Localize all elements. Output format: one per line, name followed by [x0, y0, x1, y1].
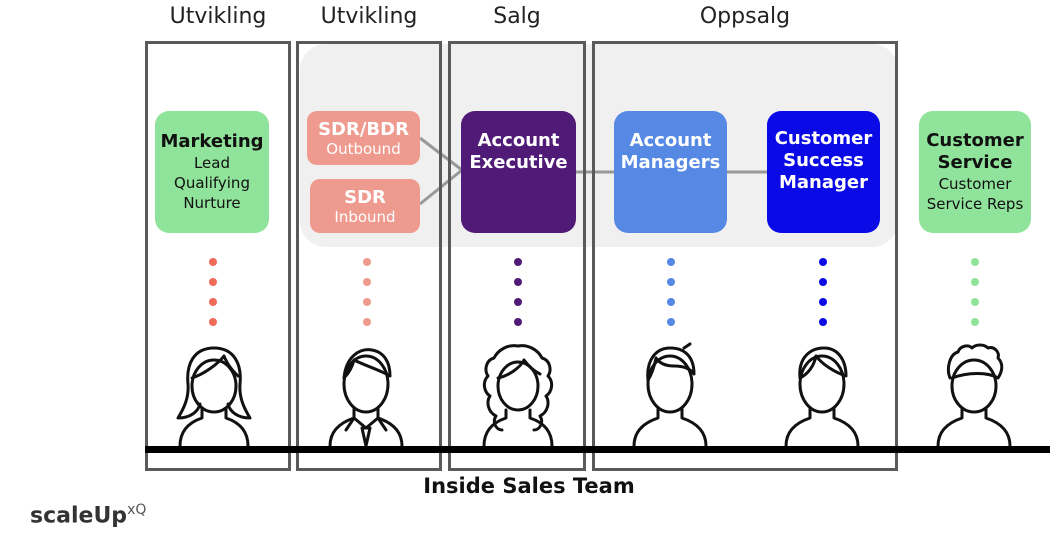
man-tie-icon: [328, 348, 404, 446]
header-utvikling-1: Utvikling: [169, 4, 267, 29]
am-title-2: Managers: [620, 152, 721, 173]
ae-title-2: Executive: [469, 152, 568, 173]
marketing-title: Marketing: [160, 131, 264, 152]
man-side-part-icon: [784, 346, 860, 446]
csm-title-3: Manager: [779, 172, 868, 193]
csm-title-2: Success: [783, 150, 864, 171]
man-curly-hair-icon: [936, 343, 1012, 446]
account-managers-card: Account Managers: [614, 111, 727, 233]
sdr-title: SDR: [344, 187, 386, 208]
man-icon: [632, 342, 708, 446]
dots-cs: [971, 258, 979, 338]
logo-name: scaleUp: [30, 503, 128, 529]
scaleup-logo: scaleUpxQ: [30, 502, 146, 528]
dots-am: [667, 258, 675, 338]
cs-title: Customer: [926, 130, 1024, 151]
cs-line: Customer: [938, 175, 1012, 193]
customer-service-card: Customer Service Customer Service Reps: [919, 111, 1031, 233]
marketing-line: Qualifying: [174, 174, 250, 192]
column-utvikling-1: [145, 41, 291, 471]
am-title: Account: [629, 130, 712, 151]
csm-title: Customer: [774, 128, 873, 149]
logo-sup: xQ: [127, 502, 147, 518]
team-baseline: [145, 446, 1050, 453]
sdr-card: SDR Inbound: [310, 179, 420, 233]
cs-line: Service Reps: [926, 195, 1024, 213]
ae-title: Account: [477, 130, 560, 151]
dots-marketing: [209, 258, 217, 338]
column-oppsalg: [592, 41, 898, 471]
inside-sales-team-label: Inside Sales Team: [423, 474, 635, 498]
woman-long-hair-icon: [176, 346, 252, 446]
header-oppsalg: Oppsalg: [699, 4, 791, 29]
sdr-bdr-title: SDR/BDR: [318, 119, 409, 140]
marketing-line: Nurture: [183, 194, 241, 212]
account-executive-card: Account Executive: [461, 111, 576, 233]
customer-success-manager-card: Customer Success Manager: [767, 111, 880, 233]
sdr-bdr-sub: Outbound: [326, 140, 401, 158]
cs-title-2: Service: [937, 152, 1013, 173]
dots-csm: [819, 258, 827, 338]
marketing-line: Lead: [193, 154, 231, 172]
sdr-sub: Inbound: [334, 208, 396, 226]
header-utvikling-2: Utvikling: [320, 4, 418, 29]
sdr-bdr-card: SDR/BDR Outbound: [307, 111, 420, 165]
dots-ae: [514, 258, 522, 338]
woman-curly-hair-icon: [482, 344, 554, 446]
dots-sdr: [363, 258, 371, 338]
column-utvikling-2: [296, 41, 442, 471]
column-salg: [448, 41, 586, 471]
marketing-card: Marketing Lead Qualifying Nurture: [155, 111, 269, 233]
header-salg: Salg: [493, 4, 541, 29]
